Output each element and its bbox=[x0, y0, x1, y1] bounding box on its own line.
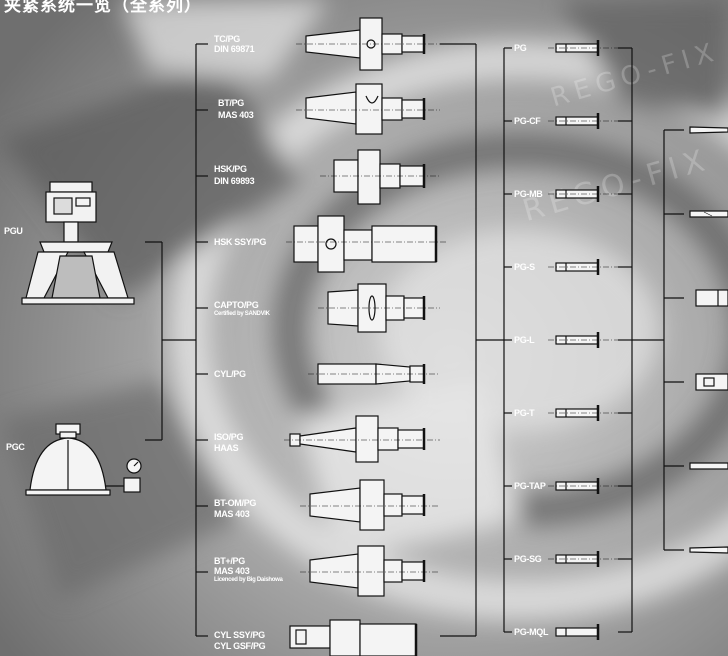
holder-label-hsk-line2: DIN 69893 bbox=[214, 176, 255, 186]
holder-label-cyl-ssy-line2: CYL GSF/PG bbox=[214, 641, 266, 651]
pgu-machine-drawing bbox=[21, 181, 135, 305]
holder-label-bt-line1: BT/PG bbox=[218, 98, 245, 108]
holder-drawing-bt bbox=[305, 83, 426, 135]
pg-label-pg-sg: PG-SG bbox=[514, 554, 542, 564]
holder-label-bt-om-line2: MAS 403 bbox=[214, 509, 250, 519]
holder-label-hsk-ssy-line1: HSK SSY/PG bbox=[214, 237, 267, 247]
holder-label-hsk-line1: HSK/PG bbox=[214, 164, 247, 174]
pg-label-pg-s: PG-S bbox=[514, 262, 535, 272]
holder-centerlines bbox=[284, 43, 446, 573]
holder-label-bt-om-line1: BT-OM/PG bbox=[214, 498, 257, 508]
pg-label-pg-mql: PG-MQL bbox=[514, 627, 549, 637]
holder-label-iso-line1: ISO/PG bbox=[214, 432, 244, 442]
input-label-pgc: PGC bbox=[6, 442, 25, 452]
holder-drawing-cyl-ssy bbox=[289, 619, 418, 656]
pg-label-pg-l: PG-L bbox=[514, 335, 535, 345]
holder-drawing-bt-om bbox=[309, 479, 426, 531]
holder-label-tc-line1: TC/PG bbox=[214, 34, 241, 44]
cutting-tool-drawings bbox=[689, 126, 728, 554]
input-label-pgu: PGU bbox=[4, 226, 23, 236]
pg-label-pg-cf: PG-CF bbox=[514, 116, 541, 126]
connector-lines bbox=[145, 43, 684, 637]
holder-label-capto-line1: CAPTO/PG bbox=[214, 300, 259, 310]
page-title: 夹紧系统一览（全系列） bbox=[4, 0, 202, 16]
pg-label-pg-t: PG-T bbox=[514, 408, 535, 418]
holder-label-cyl-ssy-line1: CYL SSY/PG bbox=[214, 630, 265, 640]
holder-label-capto-line2: Certified by SANDVIK bbox=[214, 311, 270, 317]
holder-label-bt-line2: MAS 403 bbox=[218, 110, 254, 120]
pg-label-pg-tap: PG-TAP bbox=[514, 481, 546, 491]
holder-drawing-hsk-ssy bbox=[293, 215, 438, 273]
holder-label-bt-plus-line3: Licenced by Big Daishowa bbox=[214, 577, 283, 583]
holder-label-tc-line2: DIN 69871 bbox=[214, 44, 255, 54]
holder-drawing-bt-plus bbox=[309, 545, 426, 597]
holder-drawing-hsk bbox=[333, 149, 426, 205]
pg-centerlines bbox=[548, 47, 618, 560]
pg-label-pg-mb: PG-MB bbox=[514, 189, 543, 199]
holder-label-bt-plus-line1: BT+/PG bbox=[214, 556, 245, 566]
pg-label-pg: PG bbox=[514, 43, 527, 53]
holder-label-bt-plus-line2: MAS 403 bbox=[214, 566, 250, 576]
holder-label-cyl-line1: CYL/PG bbox=[214, 369, 246, 379]
pgc-machine-drawing bbox=[25, 423, 142, 496]
holder-label-iso-line2: HAAS bbox=[214, 443, 239, 453]
holder-drawing-iso bbox=[289, 415, 426, 463]
